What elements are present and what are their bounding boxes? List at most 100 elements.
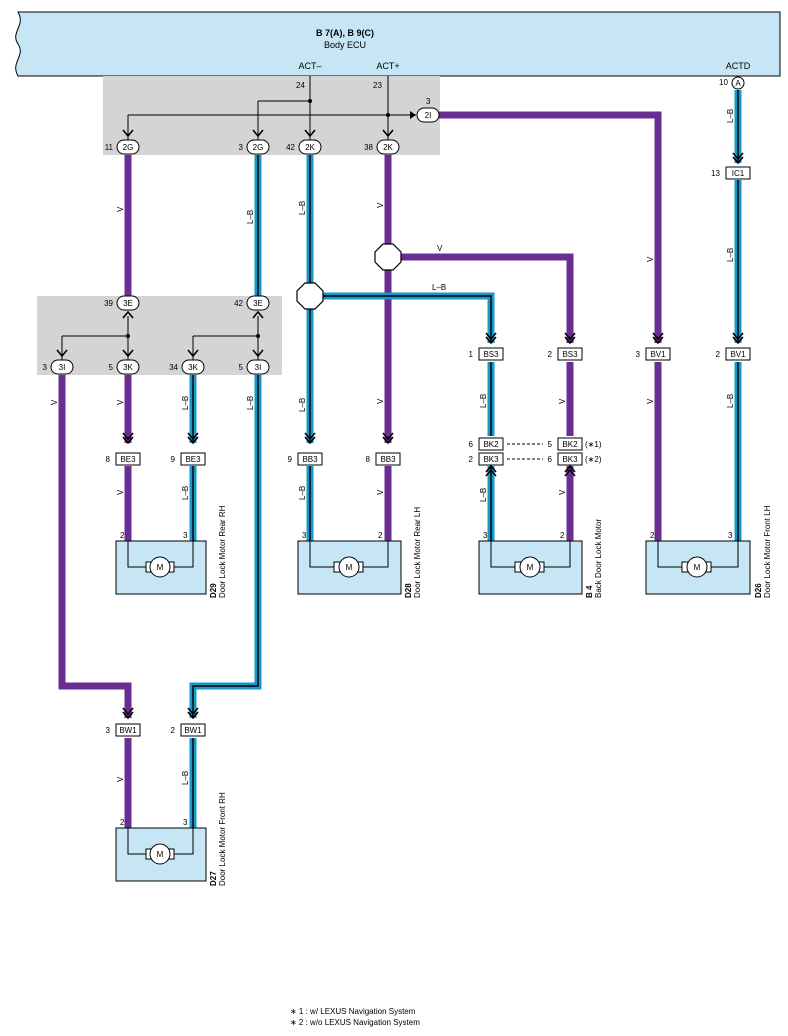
svg-text:2: 2	[560, 531, 565, 540]
ecu-title: B 7(A), B 9(C)	[316, 28, 374, 38]
connector-BB3-9: BB3 9	[288, 452, 323, 466]
svg-text:3: 3	[728, 531, 733, 540]
svg-text:3I: 3I	[59, 363, 66, 372]
connector-BW1-2: BW1 2	[171, 723, 206, 737]
junction-connector-3E-39: 3E 39	[104, 295, 140, 311]
junction-connector-2I: 2I 3	[416, 97, 440, 123]
connector-BS3-1: BS3 1	[469, 347, 504, 361]
svg-text:V: V	[558, 398, 567, 404]
svg-text:6: 6	[548, 455, 553, 464]
svg-text:D26: D26	[754, 583, 763, 598]
svg-text:B 4: B 4	[585, 585, 594, 598]
svg-text:BW1: BW1	[119, 726, 137, 735]
svg-text:BS3: BS3	[483, 350, 499, 359]
svg-text:L–B: L–B	[181, 486, 190, 500]
svg-text:3: 3	[43, 363, 48, 372]
svg-text:3: 3	[302, 531, 307, 540]
svg-text:V: V	[376, 398, 385, 404]
junction-connector-2G-3: 2G 3	[239, 139, 270, 155]
connector-BK2-5: BK2 5 (∗1)	[548, 437, 602, 451]
svg-text:Back Door Lock Motor: Back Door Lock Motor	[594, 519, 603, 598]
pin-24: 24	[296, 81, 305, 90]
svg-text:D28: D28	[404, 583, 413, 598]
svg-text:2K: 2K	[383, 143, 393, 152]
svg-text:L–B: L–B	[246, 210, 255, 224]
svg-text:2: 2	[716, 350, 721, 359]
svg-text:38: 38	[364, 143, 373, 152]
svg-text:V: V	[376, 489, 385, 495]
svg-text:L–B: L–B	[726, 109, 735, 123]
connector-BK3-2: BK3 2	[469, 452, 504, 466]
svg-text:2: 2	[171, 726, 176, 735]
svg-text:V: V	[116, 206, 125, 212]
ecu-subtitle: Body ECU	[324, 40, 366, 50]
motor-b4: M 3 2 B 4 Back Door Lock Motor	[478, 519, 603, 598]
junction-connector-3K-34: 3K 34	[169, 359, 205, 375]
svg-text:V: V	[376, 202, 385, 208]
svg-text:V: V	[116, 399, 125, 405]
svg-text:42: 42	[286, 143, 295, 152]
svg-text:BV1: BV1	[650, 350, 666, 359]
junction-connector-2K-42: 2K 42	[286, 139, 322, 155]
svg-text:5: 5	[548, 440, 553, 449]
svg-text:6: 6	[469, 440, 474, 449]
splice-point-v	[374, 243, 402, 271]
svg-text:2: 2	[548, 350, 553, 359]
connector-BV1-2: BV1 2	[716, 347, 751, 361]
motor-d27: M 2 3 D27 Door Lock Motor Front RH	[115, 792, 227, 886]
svg-text:2I: 2I	[425, 111, 432, 120]
connector-BE3-8: BE3 8	[106, 452, 141, 466]
svg-text:BB3: BB3	[302, 455, 318, 464]
connector-BK3-6: BK3 6 (∗2)	[548, 452, 602, 466]
svg-text:2: 2	[469, 455, 474, 464]
svg-text:BK3: BK3	[483, 455, 499, 464]
svg-text:L–B: L–B	[479, 488, 488, 502]
svg-text:L–B: L–B	[726, 394, 735, 408]
wires-v	[58, 111, 662, 828]
svg-text:42: 42	[234, 299, 243, 308]
svg-text:5: 5	[239, 363, 244, 372]
connector-BE3-9: BE3 9	[171, 452, 206, 466]
svg-text:2: 2	[120, 531, 125, 540]
svg-text:3K: 3K	[123, 363, 133, 372]
svg-text:(∗1): (∗1)	[585, 440, 602, 449]
svg-text:2: 2	[650, 531, 655, 540]
svg-text:BK2: BK2	[562, 440, 578, 449]
svg-text:L–B: L–B	[298, 398, 307, 412]
svg-text:L–B: L–B	[181, 771, 190, 785]
svg-text:BV1: BV1	[730, 350, 746, 359]
svg-text:2G: 2G	[123, 143, 134, 152]
connector-BS3-2: BS3 2	[548, 347, 583, 361]
svg-text:3: 3	[239, 143, 244, 152]
svg-text:BE3: BE3	[185, 455, 201, 464]
svg-text:3: 3	[426, 97, 431, 106]
svg-text:V: V	[116, 489, 125, 495]
junction-connector-2G-11: 2G 11	[105, 139, 140, 155]
wire-color-labels: V L–B L–B V V L–B V L–B L–B V V L–B L–B …	[50, 109, 735, 785]
svg-text:M: M	[157, 563, 164, 572]
svg-text:8: 8	[366, 455, 371, 464]
svg-text:L–B: L–B	[432, 283, 446, 292]
svg-text:2: 2	[120, 818, 125, 827]
svg-text:V: V	[558, 489, 567, 495]
svg-text:1: 1	[469, 350, 474, 359]
mid-junction-wiring	[61, 316, 260, 360]
svg-text:M: M	[346, 563, 353, 572]
svg-text:13: 13	[711, 169, 720, 178]
svg-text:2G: 2G	[253, 143, 264, 152]
svg-text:L–B: L–B	[479, 394, 488, 408]
svg-text:3E: 3E	[253, 299, 263, 308]
svg-text:3E: 3E	[123, 299, 133, 308]
footnote-2: ∗ 2 : w/o LEXUS Navigation System	[290, 1018, 420, 1027]
svg-text:L–B: L–B	[298, 201, 307, 215]
top-junction-wiring	[127, 76, 416, 140]
svg-text:V: V	[646, 398, 655, 404]
connector-BW1-3: BW1 3	[106, 723, 141, 737]
ecu-connector-A: A	[731, 76, 745, 90]
svg-text:8: 8	[106, 455, 111, 464]
svg-text:M: M	[527, 563, 534, 572]
junction-connector-3I-5: 3I 5	[239, 359, 270, 375]
svg-text:3: 3	[183, 531, 188, 540]
svg-text:3: 3	[106, 726, 111, 735]
